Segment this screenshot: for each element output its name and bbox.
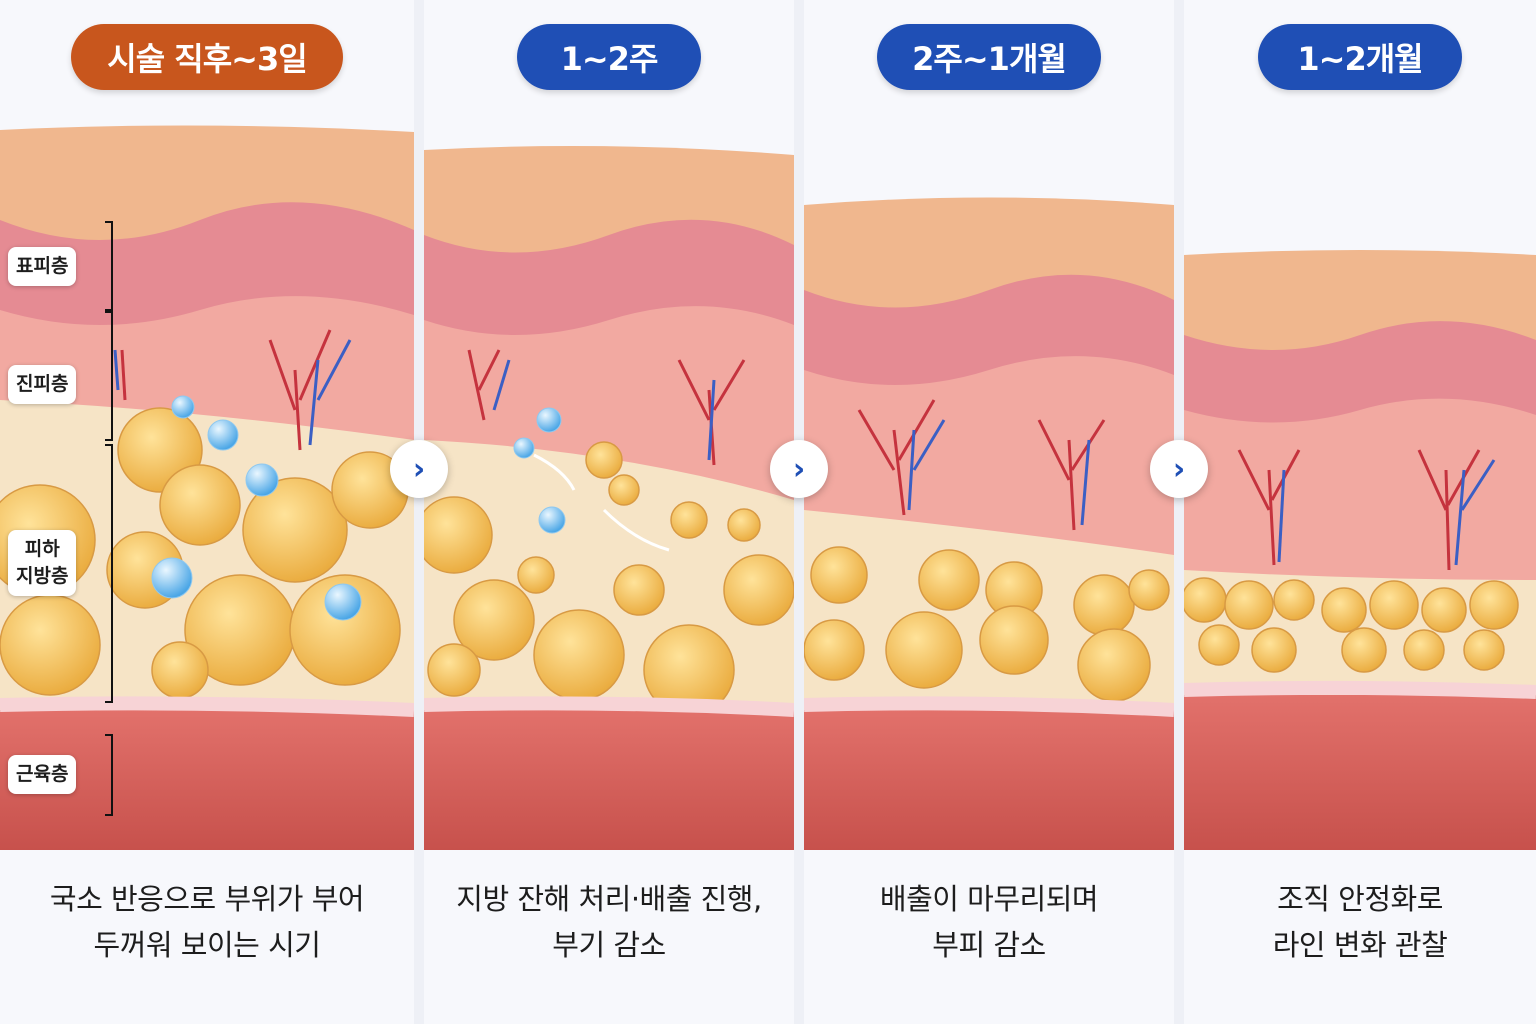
stage-caption: 지방 잔해 처리·배출 진행, 부기 감소: [424, 876, 794, 968]
stage-panel-1: 시술 직후~3일: [0, 0, 414, 1024]
skin-cross-section-illustration: [1184, 250, 1536, 850]
stage-caption: 배출이 마무리되며 부피 감소: [804, 876, 1174, 968]
caption-line: 국소 반응으로 부위가 부어: [49, 882, 365, 916]
stage-caption: 조직 안정화로 라인 변화 관찰: [1184, 876, 1536, 968]
stage-badge: 2주~1개월: [877, 24, 1101, 90]
caption-line: 부피 감소: [932, 928, 1046, 962]
stage-panel-4: 1~2개월 조직 안정화로 라인 변화 관찰: [1184, 0, 1536, 1024]
caption-line: 지방 잔해 처리·배출 진행,: [456, 882, 762, 916]
label-epidermis: 표피층: [8, 247, 77, 286]
stage-badge: 1~2주: [517, 24, 701, 90]
caption-line: 배출이 마무리되며: [879, 882, 1099, 916]
skin-cross-section-illustration: [424, 146, 794, 850]
stage-caption: 국소 반응으로 부위가 부어 두꺼워 보이는 시기: [0, 876, 414, 968]
skin-cross-section-illustration: [804, 197, 1174, 850]
chevron-right-icon: ›: [390, 440, 448, 498]
label-muscle: 근육층: [8, 755, 77, 794]
label-fat-line1: 피하: [24, 538, 60, 560]
skin-cross-section-illustration: [0, 125, 414, 850]
chevron-right-icon: ›: [1150, 440, 1208, 498]
caption-line: 부기 감소: [552, 928, 666, 962]
label-dermis: 진피층: [8, 365, 77, 404]
caption-line: 라인 변화 관찰: [1272, 928, 1448, 962]
stage-panel-3: 2주~1개월 배출이 마무리되며 부피 감소: [804, 0, 1174, 1024]
label-subcutaneous-fat: 피하 지방층: [8, 530, 77, 596]
chevron-right-icon: ›: [770, 440, 828, 498]
stage-panel-2: 1~2주 지방 잔해 처리·배출 진행,: [424, 0, 794, 1024]
caption-line: 두꺼워 보이는 시기: [93, 928, 321, 962]
caption-line: 조직 안정화로: [1277, 882, 1443, 916]
stage-badge: 1~2개월: [1258, 24, 1462, 90]
label-fat-line2: 지방층: [16, 565, 69, 587]
stage-badge: 시술 직후~3일: [71, 24, 343, 90]
